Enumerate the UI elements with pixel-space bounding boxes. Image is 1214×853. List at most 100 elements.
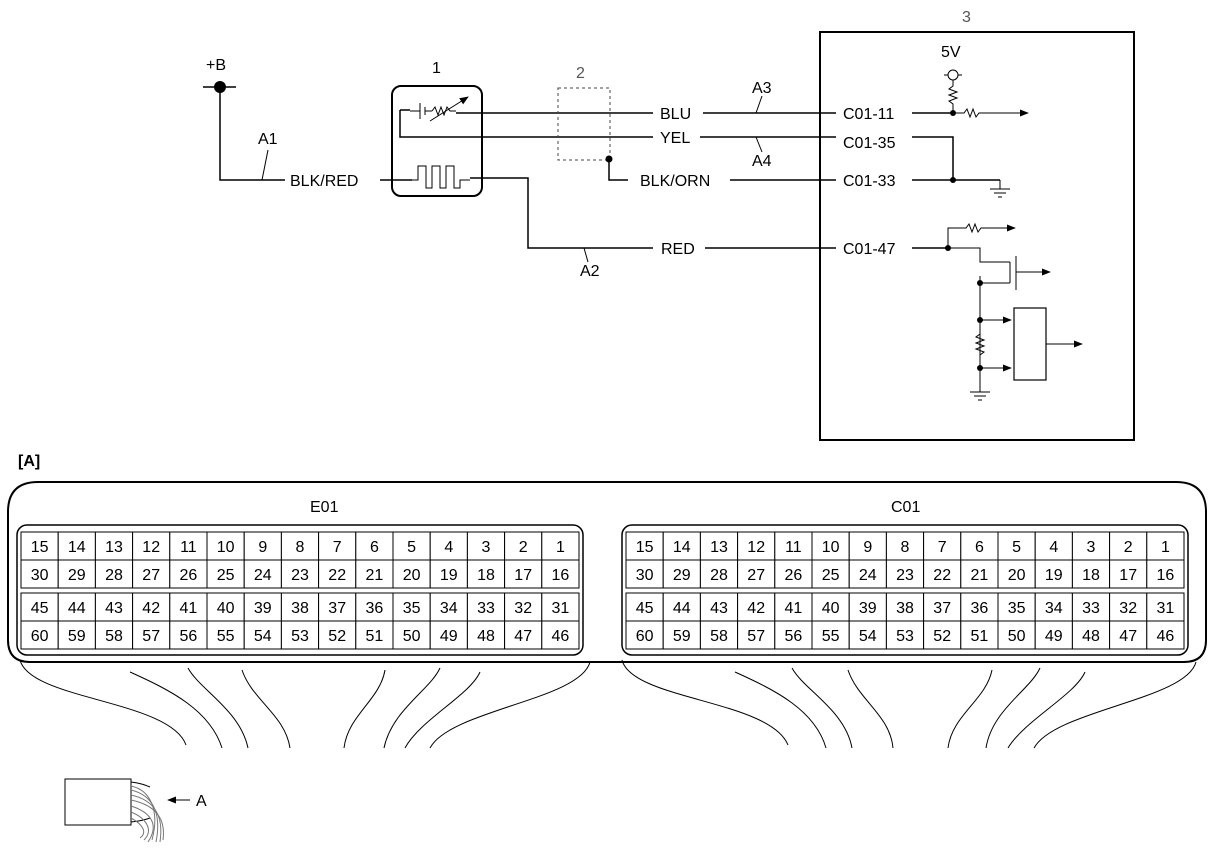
- pin-cell: [94, 620, 134, 650]
- pin-number: 5: [1012, 539, 1021, 556]
- pin-number: 35: [403, 600, 421, 617]
- pin-cell: [243, 620, 282, 650]
- pin-cell: [848, 592, 887, 622]
- pin-cell: [280, 559, 320, 589]
- terminal-c01-11: C01-11: [843, 106, 894, 123]
- wire-color-red: RED: [661, 241, 695, 258]
- pin-cell: [541, 531, 580, 561]
- pin-number: 9: [258, 539, 267, 556]
- pin-cell: [132, 592, 171, 622]
- pin-number: 12: [747, 539, 765, 556]
- pin-cell: [885, 620, 925, 650]
- pin-cell: [206, 592, 245, 622]
- transistor-icon: [980, 256, 1051, 290]
- shield-component: 2: [557, 65, 628, 181]
- pin-number: 36: [971, 600, 989, 617]
- pin-number: 59: [673, 628, 691, 645]
- pin-number: 23: [896, 567, 914, 584]
- pin-number: 14: [68, 539, 86, 556]
- pin-number: 45: [636, 600, 654, 617]
- pin-number: 46: [552, 628, 570, 645]
- pin-number: 40: [822, 600, 840, 617]
- pin-number: 31: [552, 600, 570, 617]
- pin-cell: [774, 531, 813, 561]
- pin-cell: [997, 592, 1036, 622]
- pin-cell: [206, 559, 245, 589]
- pin-number: 44: [673, 600, 691, 617]
- wire-id-a2: A2: [580, 263, 600, 280]
- pin-number: 3: [1087, 539, 1096, 556]
- pin-number: 35: [1008, 600, 1026, 617]
- pin-number: 13: [105, 539, 123, 556]
- pin-cell: [429, 531, 468, 561]
- pin-cell: [355, 620, 394, 650]
- pin-cell: [466, 592, 506, 622]
- wire-color-yel: YEL: [660, 130, 690, 147]
- pin-cell: [20, 559, 59, 589]
- pin-cell: [280, 531, 320, 561]
- pin-number: 22: [933, 567, 951, 584]
- pin-number: 49: [440, 628, 458, 645]
- pin-number: 52: [933, 628, 951, 645]
- sensor-component: 1: [391, 60, 483, 197]
- pin-number: 44: [68, 600, 86, 617]
- pin-number: 17: [1119, 567, 1137, 584]
- pin-number: 28: [710, 567, 728, 584]
- pin-cell: [960, 531, 999, 561]
- ecu-box: [819, 31, 1135, 441]
- pin-number: 39: [859, 600, 877, 617]
- pin-cell: [243, 531, 282, 561]
- pin-cell: [504, 559, 543, 589]
- pin-cell: [625, 592, 664, 622]
- pin-number: 20: [403, 567, 421, 584]
- wire-id-a1: A1: [258, 131, 278, 148]
- pin-cell: [662, 559, 701, 589]
- pin-number: 23: [291, 567, 309, 584]
- pin-number: 19: [440, 567, 458, 584]
- pin-cell: [504, 620, 543, 650]
- supply-5v-label: 5V: [941, 44, 961, 61]
- pin-number: 55: [822, 628, 840, 645]
- pin-cell: [1071, 531, 1111, 561]
- pin-number: 43: [105, 600, 123, 617]
- pin-cell: [885, 592, 925, 622]
- pin-number: 5: [407, 539, 416, 556]
- pin-cell: [960, 559, 999, 589]
- pin-number: 18: [1082, 567, 1100, 584]
- pin-number: 27: [142, 567, 160, 584]
- pin-number: 31: [1157, 600, 1175, 617]
- pin-cell: [94, 559, 134, 589]
- battery-label: +B: [206, 57, 226, 74]
- pin-number: 60: [31, 628, 49, 645]
- pin-number: 20: [1008, 567, 1026, 584]
- pin-number: 25: [217, 567, 235, 584]
- pin-number: 60: [636, 628, 654, 645]
- pin-cell: [392, 531, 431, 561]
- pin-cell: [848, 620, 887, 650]
- pin-number: 2: [1124, 539, 1133, 556]
- pin-number: 7: [333, 539, 342, 556]
- pin-number: 58: [105, 628, 123, 645]
- pin-number: 18: [477, 567, 495, 584]
- terminal-c01-33: C01-33: [843, 173, 896, 190]
- harness-connector-icon: A: [64, 778, 207, 843]
- pin-cell: [737, 620, 776, 650]
- pin-cell: [811, 559, 850, 589]
- pin-cell: [20, 531, 59, 561]
- pin-number: 27: [747, 567, 765, 584]
- pin-number: 45: [31, 600, 49, 617]
- pin-cell: [997, 531, 1036, 561]
- pin-cell: [848, 559, 887, 589]
- pin-number: 11: [180, 539, 197, 556]
- pin-cell: [811, 531, 850, 561]
- pin-number: 15: [31, 539, 49, 556]
- pin-cell: [737, 559, 776, 589]
- pin-cell: [466, 559, 506, 589]
- pin-cell: [1109, 559, 1148, 589]
- pin-number: 51: [971, 628, 989, 645]
- pin-number: 30: [31, 567, 49, 584]
- pin-cell: [504, 592, 543, 622]
- pin-number: 43: [710, 600, 728, 617]
